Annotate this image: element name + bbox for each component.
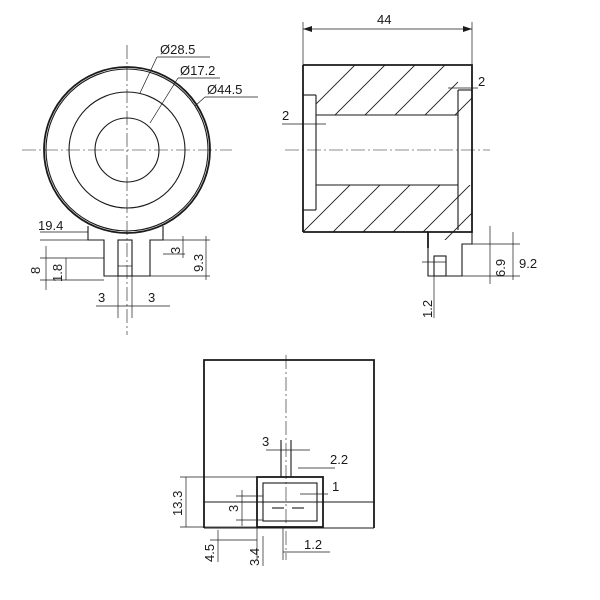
dim-4-5-label: 4.5 <box>202 544 217 562</box>
bottom-body-outline <box>203 359 375 528</box>
dim-3-4-label: 3.4 <box>247 548 262 566</box>
dim-9-2-label: 9.2 <box>519 256 537 271</box>
dim-44-arrow-r <box>463 26 472 32</box>
front-view: Ø28.5 Ø17.2 Ø44.5 19.4 8 1.8 3 9.3 3 3 <box>22 42 258 335</box>
side-terminal <box>427 232 473 277</box>
outer-circle <box>43 66 211 234</box>
dim-1-label: 1 <box>332 479 339 494</box>
dim-1-8-label: 1.8 <box>50 264 65 282</box>
dim-6-9-label: 6.9 <box>493 259 508 277</box>
dim-8-label: 8 <box>28 267 43 274</box>
side-view: 44 2 2 6.9 9.2 1.2 <box>282 12 537 318</box>
dim-1-2-label: 1.2 <box>420 300 435 318</box>
bottom-view: 3 2.2 1 13.3 3 4.5 3.4 1.2 <box>170 355 375 566</box>
dim-2-2-label: 2.2 <box>330 452 348 467</box>
dim-1-2-bottom-label: 1.2 <box>304 537 322 552</box>
dim-44-arrow-l <box>303 26 312 32</box>
dia-mid-label: Ø28.5 <box>160 42 195 57</box>
dim-44-label: 44 <box>377 12 391 27</box>
connector-inner <box>262 482 318 522</box>
dim-bottom-3a-label: 3 <box>98 290 105 305</box>
dim-3-top-label: 3 <box>262 434 269 449</box>
leader-d28-diag <box>139 56 158 94</box>
dim-13-3-label: 13.3 <box>170 491 185 516</box>
mid-circle <box>68 91 186 209</box>
dim-right-3-label: 3 <box>168 247 183 254</box>
outer-circle-inner-edge <box>45 68 209 232</box>
dim-right-9-3-label: 9.3 <box>191 254 206 272</box>
front-terminal-pin <box>117 239 133 277</box>
dia-inner-label: Ø17.2 <box>180 63 215 78</box>
connector-outer <box>256 476 324 528</box>
dia-outer-label: Ø44.5 <box>207 82 242 97</box>
dim-3-left-label: 3 <box>226 505 241 512</box>
leader-d17-diag <box>149 77 179 124</box>
dim-bottom-3b-label: 3 <box>148 290 155 305</box>
dim-2-left-label: 2 <box>282 108 289 123</box>
dim-2-right-label: 2 <box>478 74 485 89</box>
side-terminal-pin <box>433 255 447 277</box>
dim-19-4-label: 19.4 <box>38 218 63 233</box>
inner-circle <box>94 117 160 183</box>
hatch-top <box>303 65 472 115</box>
leader-d44-diag <box>194 96 206 107</box>
